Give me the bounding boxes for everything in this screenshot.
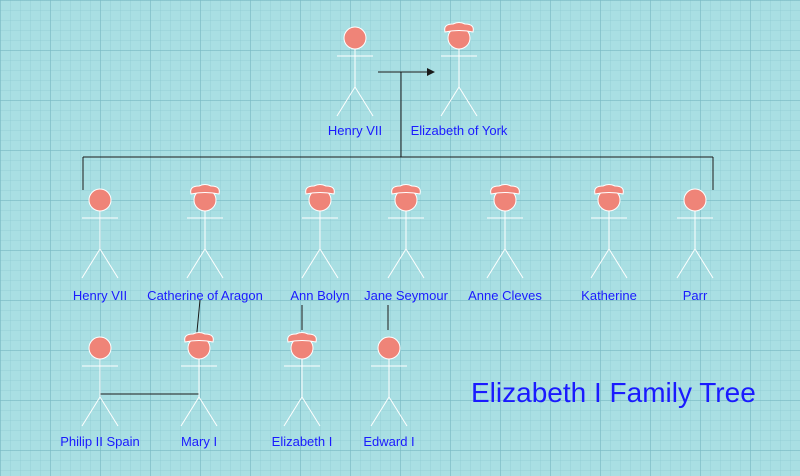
person-figure [186,184,224,279]
person-figure [81,188,119,279]
hat-icon [391,184,421,195]
hat-icon [594,184,624,195]
figure-head [88,336,112,360]
person-figure [180,332,218,427]
figure-left-leg [370,396,390,427]
figure-left-leg [676,248,696,279]
figure-right-leg [99,248,119,279]
figure-right-leg [204,248,224,279]
figure-head [683,188,707,212]
hat-icon [444,22,474,33]
person-label-jane-seymour: Jane Seymour [364,288,448,303]
figure-right-leg [458,86,478,117]
figure-right-leg [99,396,119,427]
person-label-philip-ii-spain: Philip II Spain [60,434,140,449]
person-figure [81,336,119,427]
person-figure [440,22,478,117]
figure-left-leg [81,248,101,279]
person-figure [486,184,524,279]
person-label-anne-cleves: Anne Cleves [468,288,542,303]
figure-left-leg [301,248,321,279]
hat-icon [490,184,520,195]
person-label-henry-vii-child: Henry VII [72,288,128,303]
figure-left-leg [180,396,200,427]
person-figure [370,336,408,427]
figure-left-leg [440,86,460,117]
person-label-henry-vii: Henry VII [327,123,383,138]
figure-right-leg [694,248,714,279]
person-label-elizabeth-of-york: Elizabeth of York [410,123,508,138]
figure-right-leg [504,248,524,279]
person-figure [387,184,425,279]
figure-head [88,188,112,212]
person-label-mary-i: Mary I [180,434,218,449]
figure-left-leg [486,248,506,279]
figure-right-leg [405,248,425,279]
figure-right-leg [319,248,339,279]
person-figure [283,332,321,427]
figure-left-leg [336,86,356,117]
figure-right-leg [198,396,218,427]
figure-right-leg [354,86,374,117]
person-label-catherine-of-aragon: Catherine of Aragon [147,288,263,303]
figure-left-leg [387,248,407,279]
person-figure [676,188,714,279]
person-figure [301,184,339,279]
figure-right-leg [301,396,321,427]
figure-left-leg [186,248,206,279]
figure-left-leg [81,396,101,427]
person-figure [590,184,628,279]
person-figure [336,26,374,117]
figure-left-leg [283,396,303,427]
figure-right-leg [388,396,408,427]
person-label-katherine: Katherine [581,288,637,303]
person-label-elizabeth-i: Elizabeth I [271,434,333,449]
hat-icon [287,332,317,343]
person-label-parr: Parr [682,288,708,303]
diagram-title: Elizabeth I Family Tree [471,377,756,408]
figure-head [343,26,367,50]
figure-left-leg [590,248,610,279]
hat-icon [184,332,214,343]
hat-icon [190,184,220,195]
person-label-edward-i: Edward I [363,434,415,449]
person-label-ann-bolyn: Ann Bolyn [290,288,350,303]
hat-icon [305,184,335,195]
figure-right-leg [608,248,628,279]
figure-head [377,336,401,360]
